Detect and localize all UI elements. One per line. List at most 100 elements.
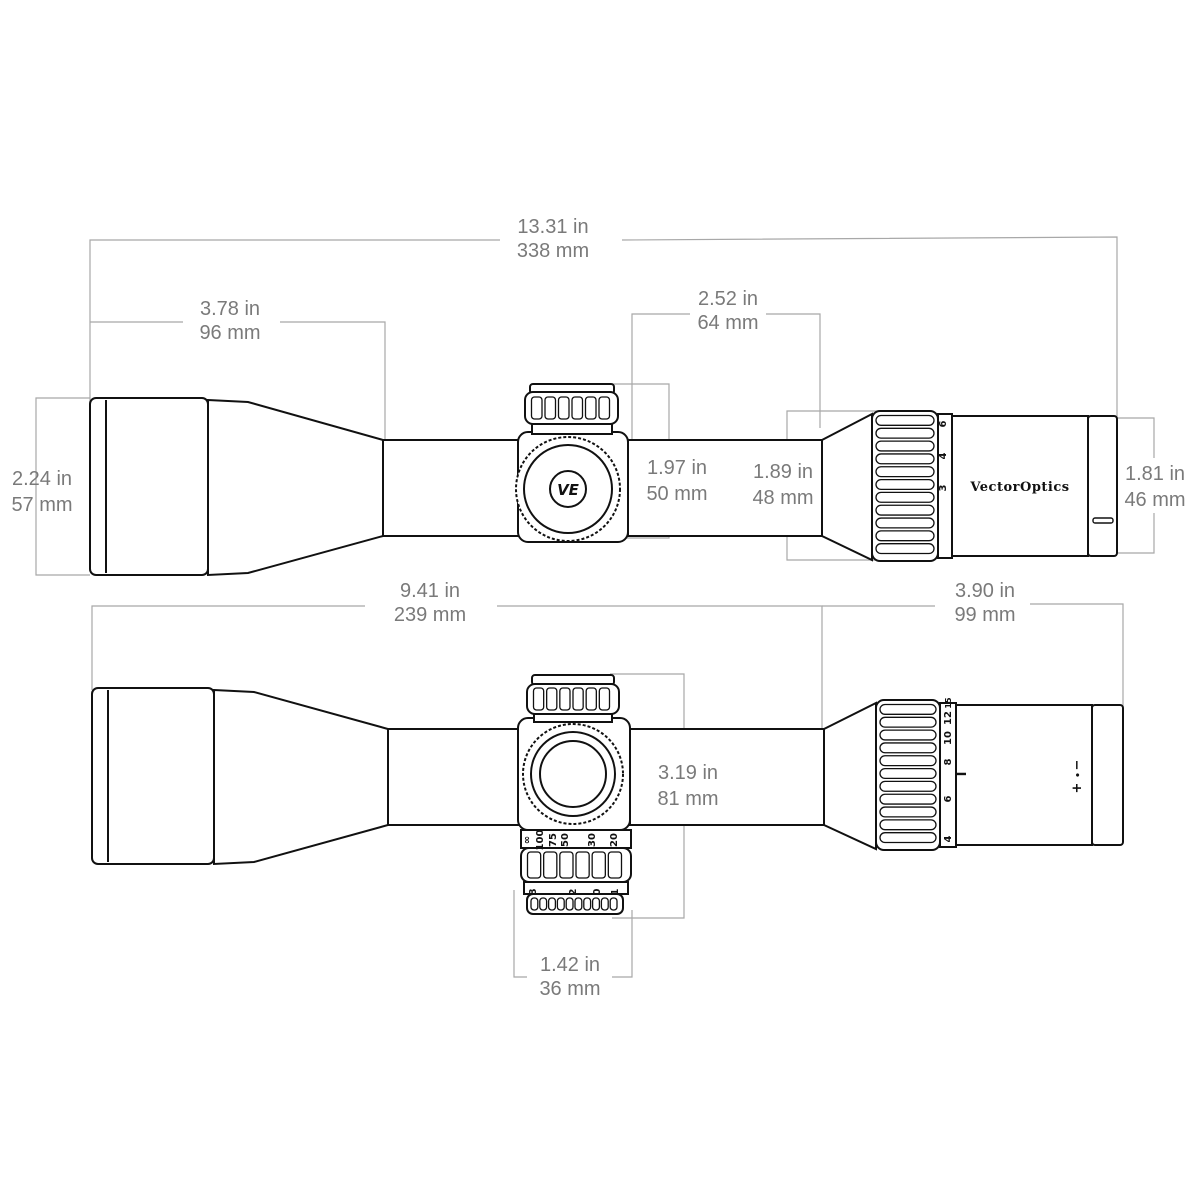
knurl-rib <box>559 851 574 879</box>
objective-taper-top <box>213 688 389 866</box>
knurl-rib <box>585 687 597 711</box>
knurl-rib <box>875 453 935 465</box>
knurl-rib <box>565 897 574 911</box>
parallax-mark: 75 <box>548 833 559 847</box>
eyepiece-diameter-mm: 46 mm <box>1124 489 1185 511</box>
parallax-turret <box>520 829 632 915</box>
knurl-rib <box>875 517 935 529</box>
knurl-rib <box>591 851 606 879</box>
overall-length-mm: 338 mm <box>517 240 589 262</box>
knurl-rib <box>879 755 937 767</box>
knurl-rib <box>598 396 611 420</box>
parallax-mark: 100 <box>535 830 546 851</box>
objective-diameter-in: 2.24 in <box>12 468 72 490</box>
knurl-rib <box>546 687 558 711</box>
knurl-rib <box>598 687 611 711</box>
knurl-rib <box>875 504 935 516</box>
parallax-marks: ∞ 100 75 50 30 20 <box>522 830 620 851</box>
top-dimension-labels: 9.41 in 239 mm 3.90 in 99 mm 3.19 in 81 … <box>394 580 1016 1000</box>
eyepiece-length-mm: 99 mm <box>954 604 1015 626</box>
mag-mark: 3 <box>938 484 949 491</box>
parallax-mark: 30 <box>587 833 598 847</box>
objective-bell-length-mm: 96 mm <box>199 322 260 344</box>
knurl-rib <box>556 897 565 911</box>
knurl-rib <box>574 897 583 911</box>
knurl-rib <box>875 427 935 439</box>
knurl-rib <box>572 687 584 711</box>
mounting-length-mm: 64 mm <box>697 312 758 334</box>
diopter-mark: + <box>1070 783 1085 794</box>
knurl-rib <box>526 851 542 879</box>
mounting-length-in: 2.52 in <box>698 288 758 310</box>
mag-mark: 10 <box>943 731 954 745</box>
knurl-rib <box>575 851 590 879</box>
parallax-mark: ∞ <box>522 836 533 844</box>
knurl-rib <box>875 530 935 542</box>
overall-length-in: 13.31 in <box>517 216 588 238</box>
illumination-mark: 0 <box>592 888 603 895</box>
elevation-turret-top <box>526 674 620 723</box>
brand-name: VectorOptics <box>969 480 1069 495</box>
knurl-rib <box>571 396 584 420</box>
main-tube-top <box>387 728 521 826</box>
main-tube <box>382 439 522 537</box>
objective-bell-length-in: 3.78 in <box>200 298 260 320</box>
turret-body-width-mm: 36 mm <box>539 978 600 1000</box>
eyepiece-top <box>955 704 1093 846</box>
eyepiece-bell-diameter-in: 1.89 in <box>753 461 813 483</box>
turret-body-width-in: 1.42 in <box>540 954 600 976</box>
illumination-mark: 2 <box>568 888 579 895</box>
mag-mark: 6 <box>938 420 949 427</box>
objective-bell <box>89 397 209 576</box>
diopter-marks: + • − <box>1070 760 1085 794</box>
illumination-mark: 8 <box>528 888 539 895</box>
brand-logo-icon: VE <box>557 481 580 499</box>
eyepiece-diameter-in: 1.81 in <box>1125 463 1185 485</box>
mag-mark: 15 <box>944 697 953 709</box>
knurl-rib <box>875 414 935 426</box>
elevation-turret-side <box>524 383 619 435</box>
eyepiece-taper <box>821 412 873 562</box>
knurl-rib <box>879 716 937 728</box>
turret-width-mm: 81 mm <box>657 788 718 810</box>
knurl-rib <box>879 819 937 831</box>
illumination-mark: 1 <box>610 888 621 895</box>
turret-height-mm: 50 mm <box>646 483 707 505</box>
knurl-rib <box>875 466 935 478</box>
knurl-rib <box>875 491 935 503</box>
knurl-rib <box>600 897 609 911</box>
diopter-mark: − <box>1070 760 1085 771</box>
mag-mark: 6 <box>943 795 954 802</box>
knurl-rib <box>879 767 937 780</box>
side-dimension-labels: 13.31 in 338 mm 3.78 in 96 mm 2.52 in 64… <box>11 216 1185 516</box>
top-magnification-marks: 4 6 8 10 12 15 <box>943 697 954 842</box>
turret-width-in: 3.19 in <box>658 762 718 784</box>
parallax-mark: 50 <box>560 833 571 847</box>
objective-taper <box>207 398 384 577</box>
mag-mark: 8 <box>943 758 954 765</box>
eyepiece <box>951 415 1089 557</box>
top-view: ∞ 100 75 50 30 20 8 2 0 1 4 6 8 10 12 15… <box>91 580 1124 1000</box>
knurl-rib <box>547 897 557 911</box>
objective-to-ring-mm: 239 mm <box>394 604 466 626</box>
eyepiece-end <box>1087 415 1118 557</box>
knurl-rib <box>543 851 558 879</box>
knurl-rib <box>530 897 539 911</box>
knurl-rib <box>879 780 937 792</box>
objective-bell-top <box>91 687 215 865</box>
knurl-rib <box>875 478 935 491</box>
side-magnification-marks: 3 4 6 <box>938 420 949 491</box>
main-tube-rear-top <box>629 728 825 826</box>
eyepiece-end-top <box>1091 704 1124 846</box>
turret-cap-top <box>522 723 624 825</box>
knurl-rib <box>879 729 937 741</box>
mag-mark: 4 <box>938 452 949 459</box>
objective-diameter-mm: 57 mm <box>11 494 72 516</box>
eyepiece-taper-top <box>823 701 877 851</box>
objective-to-ring-in: 9.41 in <box>400 580 460 602</box>
eyepiece-bell-diameter-mm: 48 mm <box>752 487 813 509</box>
mag-mark: 4 <box>943 835 954 842</box>
knurl-rib <box>583 897 592 911</box>
knurl-rib <box>879 703 937 715</box>
windage-turret: VE <box>515 436 621 542</box>
